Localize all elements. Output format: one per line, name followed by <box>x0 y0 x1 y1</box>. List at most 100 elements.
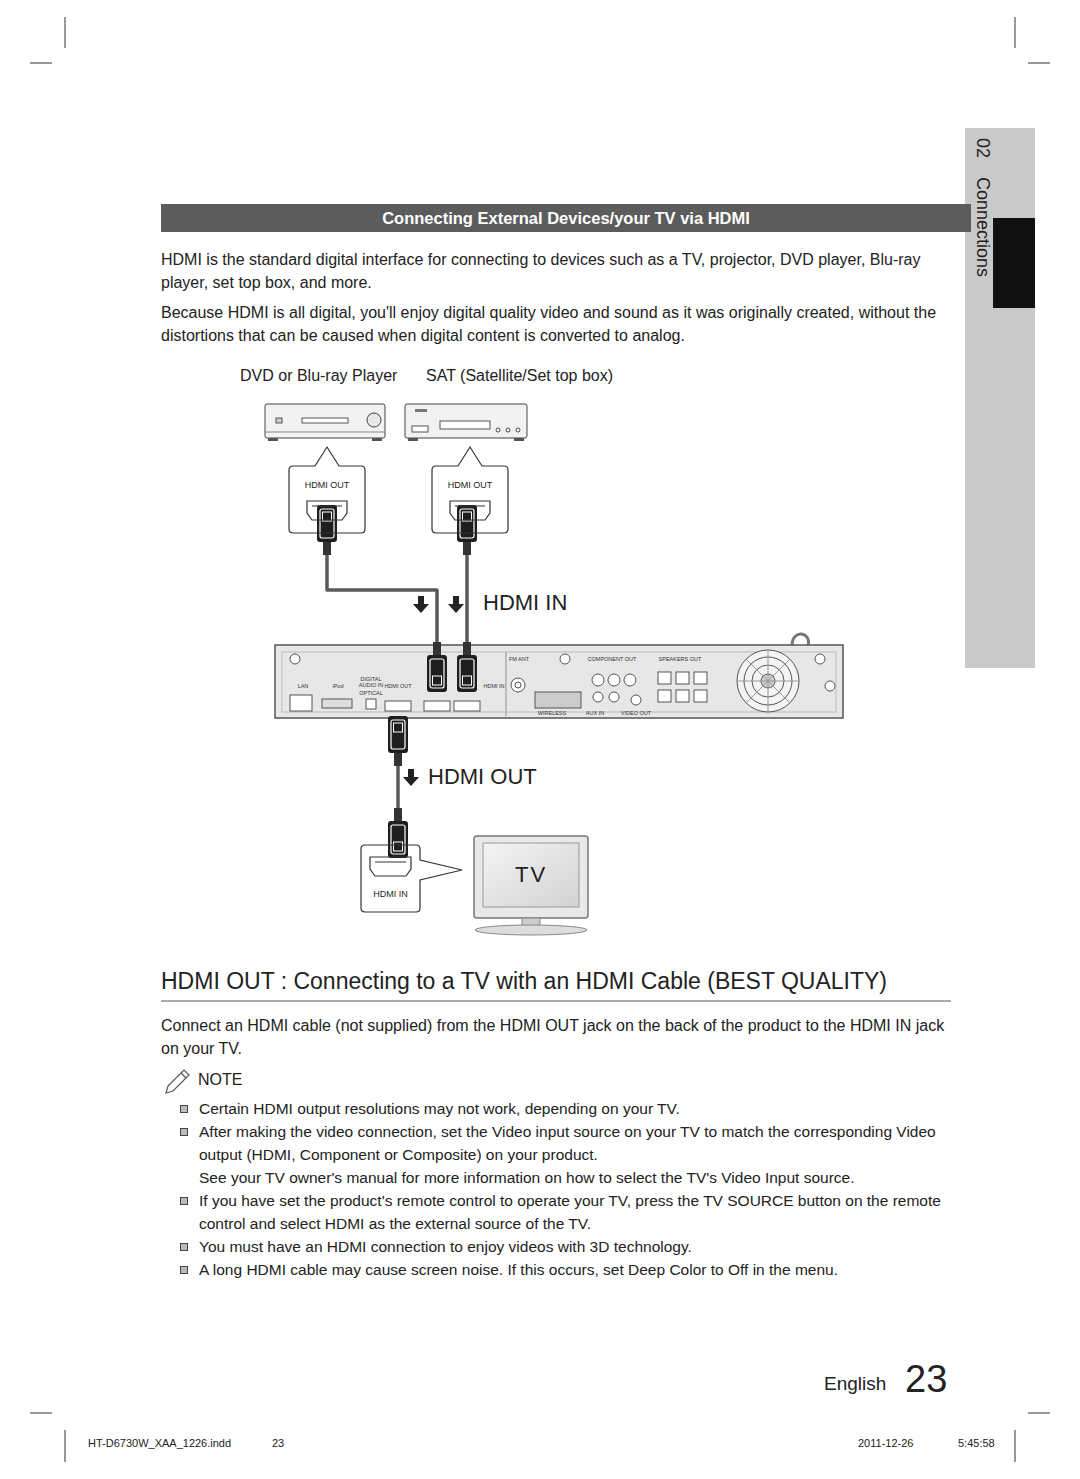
jack-label: WIRELESS <box>537 710 567 717</box>
tv-set <box>474 836 588 935</box>
crop-marks <box>65 1430 66 1462</box>
hdmi-plug <box>317 505 337 555</box>
dvd-player <box>302 418 348 423</box>
rear-panel <box>825 681 835 691</box>
callout-outline <box>289 447 365 533</box>
hdmi-plug <box>388 808 408 858</box>
rear-panel <box>593 692 603 702</box>
callout-outline <box>289 466 365 533</box>
jack-label: HDMI IN <box>481 683 507 690</box>
tab-marker <box>993 218 1035 308</box>
rear-panel: LANiPodDIGITAL AUDIO INOPTICALHDMI OUTHD… <box>275 645 843 718</box>
body-text: Because HDMI is all digital, you'll enjo… <box>161 301 951 347</box>
body-text: DVD or Blu-ray Player <box>240 366 397 385</box>
rear-panel <box>511 678 525 692</box>
rear-panel <box>454 701 480 711</box>
crop-marks <box>1015 17 1016 48</box>
rear-panel <box>275 634 843 718</box>
dvd-player <box>268 438 278 441</box>
callout-box: HDMI OUT <box>289 466 365 533</box>
set-top-box <box>516 428 520 432</box>
dvd-player <box>276 418 282 423</box>
dvd-player <box>367 413 381 427</box>
callout-outline <box>432 466 508 533</box>
direction-arrows <box>403 769 419 786</box>
node-text: 02 Connections <box>971 138 993 277</box>
hdmi-jack <box>450 501 490 520</box>
tv-set <box>483 843 579 907</box>
rear-panel <box>290 654 300 664</box>
hdmi-cable <box>327 533 437 645</box>
set-top-box <box>412 426 428 432</box>
body-text: HDMI OUT <box>428 764 537 790</box>
page-number: 23 <box>905 1357 947 1403</box>
dvd-player <box>265 404 385 441</box>
node-text: HDMI OUT <box>432 480 508 491</box>
jack-label: HDMI OUT <box>383 683 413 690</box>
rear-panel <box>694 672 707 684</box>
rear-panel <box>631 695 641 705</box>
note-item: A long HDMI cable may cause screen noise… <box>199 1258 957 1281</box>
hdmi-plug <box>457 505 477 555</box>
set-top-box <box>415 409 427 412</box>
node-text: HDMI OUT <box>289 480 365 491</box>
jack-label: AUX IN <box>583 710 607 717</box>
crop-marks <box>30 17 1050 1462</box>
note-heading: NOTE <box>198 1070 242 1089</box>
crop-marks <box>30 1413 52 1414</box>
tv-screen: TV <box>483 843 579 907</box>
note-item: Certain HDMI output resolutions may not … <box>199 1097 957 1120</box>
rear-panel <box>694 690 707 702</box>
body-text: HDMI is the standard digital interface f… <box>161 248 951 294</box>
crop-marks <box>1028 63 1050 64</box>
crop-marks <box>1015 1430 1016 1462</box>
jack-label: SPEAKERS OUT <box>655 656 705 663</box>
footer-text: 2011-12-26 <box>858 1437 913 1450</box>
note-item: After making the video connection, set t… <box>199 1120 957 1166</box>
set-top-box <box>405 404 527 438</box>
rear-panel <box>676 672 689 684</box>
rear-panel <box>737 650 799 712</box>
hdmi-plug <box>457 642 477 692</box>
rear-panel <box>608 674 620 686</box>
note-item: See your TV owner's manual for more info… <box>199 1166 957 1189</box>
jack-label: COMPONENT OUT <box>587 656 637 663</box>
note-icon <box>166 1070 189 1093</box>
language: English <box>824 1373 886 1396</box>
rear-panel <box>676 690 689 702</box>
rear-panel <box>560 654 570 664</box>
side-tab: 02 Connections <box>965 128 1035 668</box>
rear-panel <box>792 634 809 646</box>
section-bar: Connecting External Devices/your TV via … <box>161 204 971 232</box>
rear-panel <box>290 695 312 711</box>
node-text: Connecting External Devices/your TV via … <box>161 204 971 232</box>
node-text: TV <box>483 862 579 888</box>
note-item: You must have an HDMI connection to enjo… <box>199 1235 957 1258</box>
rear-panel <box>609 692 619 702</box>
rear-panel <box>535 692 581 708</box>
set-top-box <box>405 404 527 441</box>
footer-text: 23 <box>272 1437 284 1450</box>
rear-panel <box>737 650 799 712</box>
dvd-player <box>372 438 382 441</box>
set-top-box <box>408 438 418 441</box>
crop-marks <box>30 63 52 64</box>
rear-panel <box>322 699 352 708</box>
rear-panel <box>424 701 450 711</box>
rear-panel <box>737 650 799 712</box>
rear-panel <box>658 672 671 684</box>
footer-text: 5:45:58 <box>958 1437 995 1450</box>
callout-outline <box>432 447 508 533</box>
set-top-box <box>440 421 490 429</box>
rear-panel <box>592 674 604 686</box>
dvd-player <box>265 432 385 433</box>
direction-arrows <box>448 596 464 613</box>
tv-set <box>474 836 588 918</box>
rear-panel <box>658 690 671 702</box>
rear-panel <box>385 701 411 711</box>
crop-marks <box>1028 1413 1050 1414</box>
body-text: HDMI IN <box>483 590 567 616</box>
note-item: If you have set the product's remote con… <box>199 1189 957 1235</box>
jack-label: OPTICAL <box>358 690 384 697</box>
